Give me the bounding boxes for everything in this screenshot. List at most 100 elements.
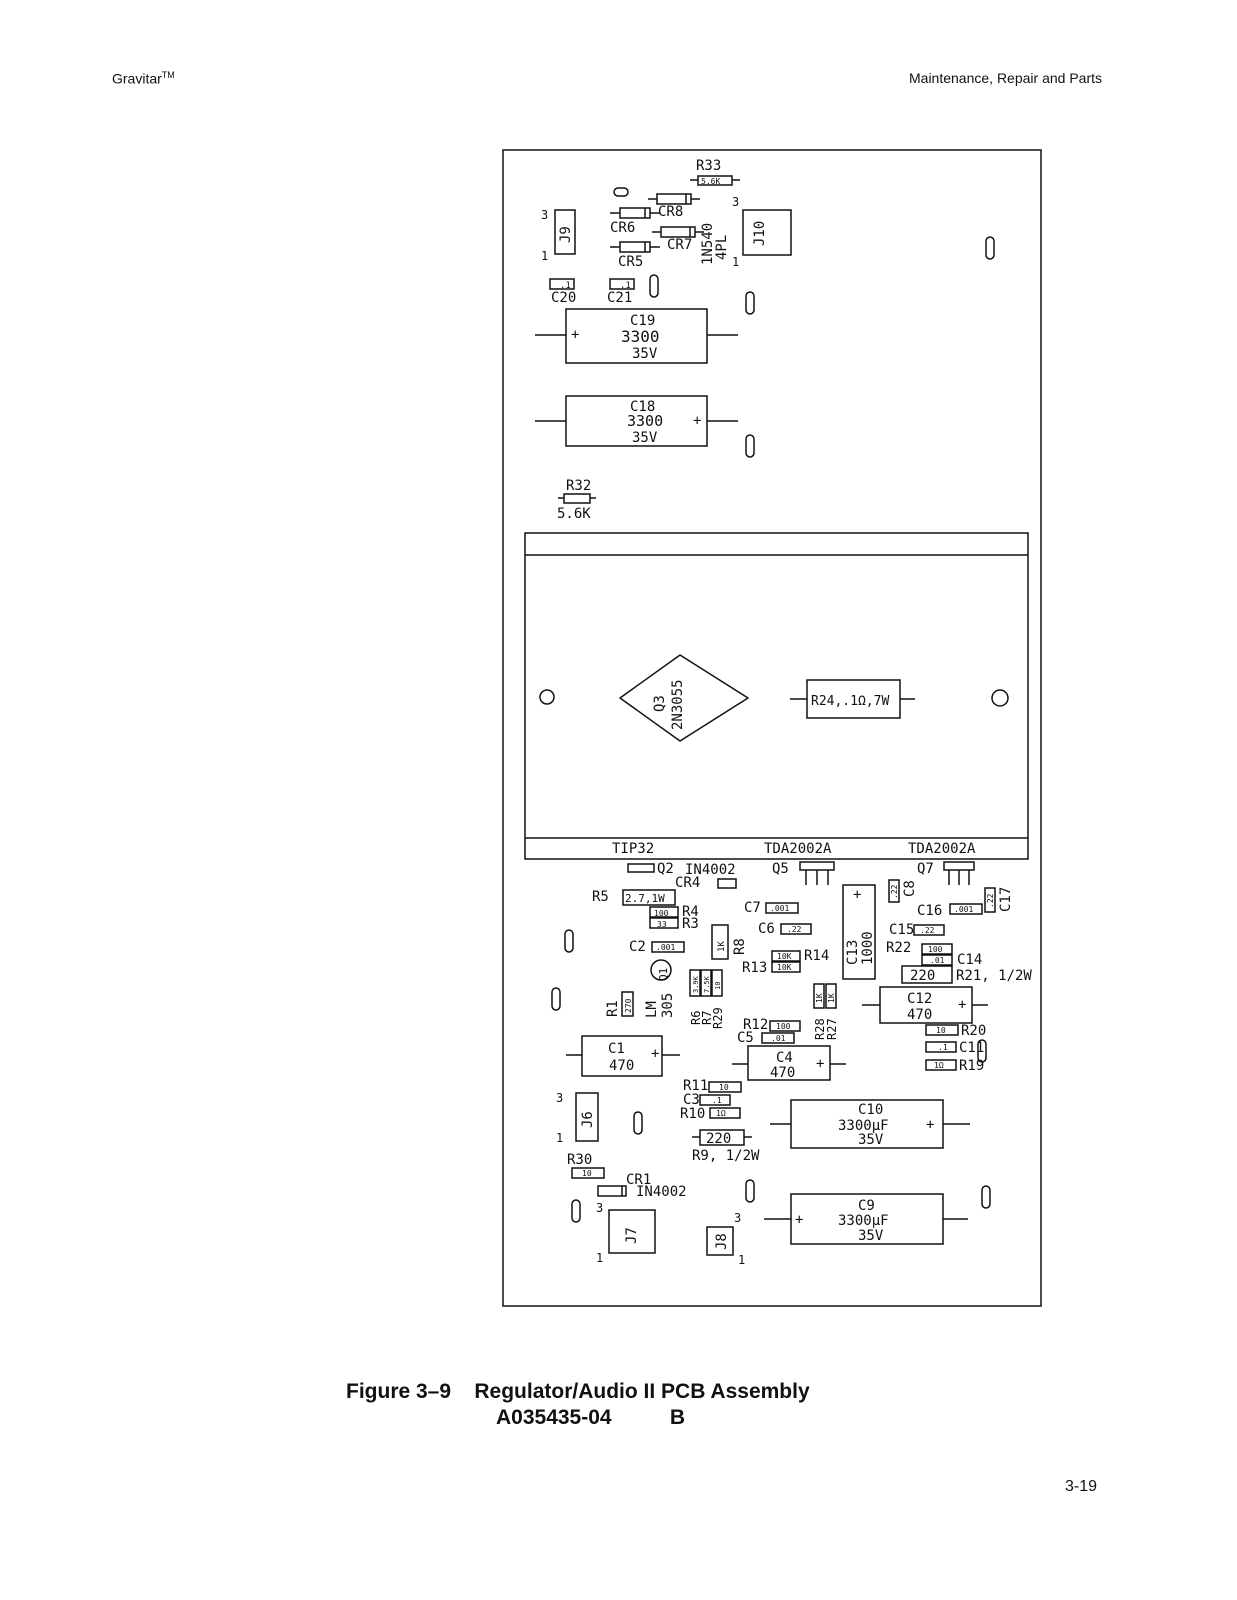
- resistor-r22: [921, 943, 953, 955]
- label-c5: C5: [737, 1030, 754, 1046]
- pin1-j8: 1: [738, 1253, 745, 1267]
- mount-slot: [649, 274, 659, 298]
- board-outline: [502, 149, 1042, 1307]
- label-q7: Q7: [917, 861, 934, 877]
- mount-slot: [613, 187, 629, 197]
- label-c20: C20: [551, 290, 576, 306]
- connector-j7: [608, 1209, 656, 1254]
- mount-slot: [571, 1199, 581, 1223]
- value-c18: 3300: [627, 412, 663, 430]
- label-c14: C14: [957, 952, 982, 968]
- value-r28: 1K: [815, 993, 824, 1003]
- plus-c4: +: [816, 1056, 824, 1072]
- label-c15: C15: [889, 922, 914, 938]
- mount-slot: [551, 987, 561, 1011]
- plus-c12: +: [958, 997, 966, 1013]
- value-r3: 33: [657, 920, 667, 929]
- plus-c9: +: [795, 1212, 803, 1228]
- pin3-j9: 3: [541, 208, 548, 222]
- label-c10: C10: [858, 1102, 883, 1118]
- label-r4: R4: [682, 904, 699, 920]
- mount-slot: [745, 291, 755, 315]
- value-c6: .22: [787, 925, 802, 934]
- label-r33: R33: [696, 158, 721, 174]
- label-c19: C19: [630, 313, 655, 329]
- label-cr4: CR4: [675, 875, 700, 891]
- value-c7: .001: [770, 904, 789, 913]
- label-c4: C4: [776, 1050, 793, 1066]
- resistor-r28: [813, 983, 825, 1009]
- capacitor-c19: [565, 308, 708, 364]
- label-j9: J9: [558, 226, 574, 243]
- caption-part-number: A035435-04 B: [496, 1406, 686, 1429]
- label-q1: Q1: [657, 968, 670, 981]
- label-c16: C16: [917, 903, 942, 919]
- transistor-q7: [943, 861, 975, 871]
- value-r7: 7.5K: [703, 975, 711, 993]
- capacitor-c5: [761, 1032, 795, 1044]
- diode-cr4: [717, 878, 737, 889]
- value-r11: 10: [719, 1083, 729, 1092]
- value-c20: .1: [560, 281, 571, 291]
- connector-j10: [742, 209, 792, 256]
- label-c3: C3: [683, 1092, 700, 1108]
- label-r22: R22: [886, 940, 911, 956]
- label-c11: C11: [959, 1040, 984, 1056]
- value-c15: .22: [920, 926, 935, 935]
- capacitor-c14: [921, 954, 953, 966]
- mount-slot: [977, 1039, 987, 1063]
- value-r30: 10: [582, 1169, 592, 1178]
- resistor-r20: [925, 1024, 959, 1036]
- capacitor-c16: [949, 903, 983, 915]
- label-r19: R19: [959, 1058, 984, 1074]
- value-c21: .1: [620, 281, 631, 291]
- value-c2: .001: [656, 943, 675, 952]
- mount-slot: [633, 1111, 643, 1135]
- label-cr7: CR7: [667, 237, 692, 253]
- rating-c9: 35V: [858, 1228, 884, 1244]
- transistor-q2: [627, 863, 655, 873]
- label-r9: R9, 1/2W: [692, 1148, 760, 1164]
- capacitor-c3: [699, 1094, 731, 1106]
- mount-slot: [745, 434, 755, 458]
- label-j10: J10: [752, 221, 768, 246]
- connector-j9: [554, 209, 576, 255]
- label-r11: R11: [683, 1078, 708, 1094]
- part-q3: 2N3055: [670, 679, 686, 730]
- page-number: 3-19: [1064, 1478, 1097, 1495]
- label-tda2002a-q5: TDA2002A: [764, 841, 832, 857]
- value-r27: 1K: [827, 993, 836, 1003]
- diode-cr1: [597, 1185, 627, 1197]
- label-r10: R10: [680, 1106, 705, 1122]
- label-r14: R14: [804, 948, 829, 964]
- label-r3: R3: [682, 916, 699, 932]
- value-c11: .1: [938, 1043, 948, 1052]
- resistor-r6: [689, 969, 701, 997]
- connector-j8: [706, 1226, 734, 1256]
- pin3-j6: 3: [556, 1091, 563, 1105]
- capacitor-c21: [609, 278, 635, 290]
- label-r5: R5: [592, 889, 609, 905]
- label-diode-type: 1N540: [700, 223, 716, 265]
- value-c16: .001: [954, 905, 973, 914]
- capacitor-c4: [747, 1045, 831, 1081]
- label-r6: R6: [689, 1011, 703, 1025]
- label-r24: R24,.1Ω,7W: [811, 694, 889, 709]
- pin3-j7: 3: [596, 1201, 603, 1215]
- plus-c18: +: [693, 413, 701, 429]
- value-r1: 270: [624, 998, 633, 1013]
- label-r8: R8: [732, 938, 748, 955]
- label-r1: R1: [605, 1000, 621, 1017]
- mount-slot: [985, 236, 995, 260]
- label-lm-305: 305: [660, 993, 676, 1018]
- label-r28: R28: [813, 1018, 827, 1040]
- regulator-q1: [650, 959, 672, 981]
- label-j7: J7: [624, 1227, 640, 1244]
- label-r20: R20: [961, 1023, 986, 1039]
- label-r27: R27: [825, 1018, 839, 1040]
- label-cr5: CR5: [618, 254, 643, 270]
- label-cr6: CR6: [610, 220, 635, 236]
- plus-c19: +: [571, 327, 579, 343]
- label-q3: Q3: [652, 695, 668, 712]
- label-r21: R21, 1/2W: [956, 968, 1032, 984]
